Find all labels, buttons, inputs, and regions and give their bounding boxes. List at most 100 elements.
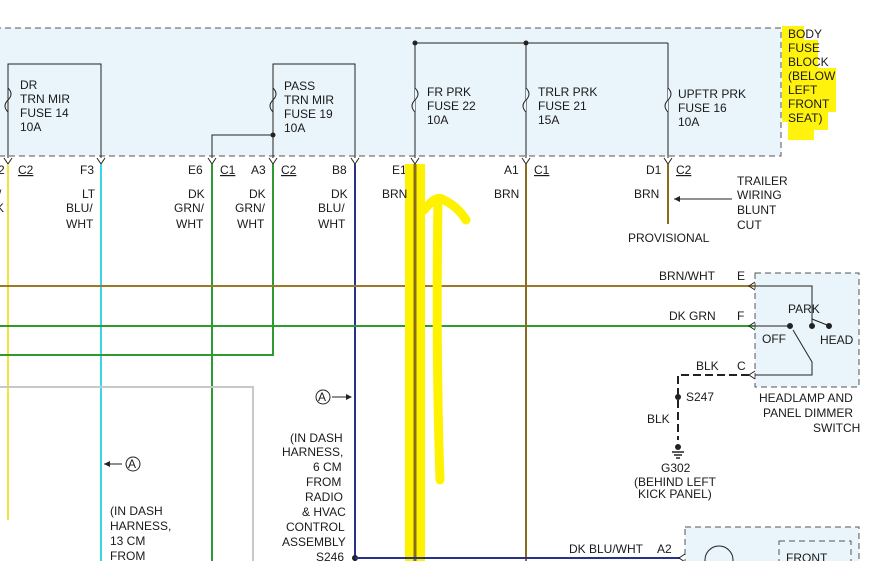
fuse-label: TRLR PRK — [538, 85, 597, 99]
fuse-label: FUSE 19 — [284, 107, 333, 121]
wire-color-label: WHT — [66, 217, 94, 231]
ground-location: (BEHIND LEFT — [634, 475, 717, 489]
switch-internals — [755, 285, 832, 376]
switch-connectors — [748, 281, 756, 380]
switch-pin: F — [737, 309, 744, 323]
harness-note-line: FROM — [110, 549, 145, 561]
fuse-block-box — [0, 27, 782, 157]
harness-marker: A — [128, 457, 136, 471]
harness-note-line: CONTROL — [286, 520, 345, 534]
fuse-label: FUSE 16 — [678, 101, 727, 115]
pin-label: B8 — [332, 163, 347, 177]
connector-label: C1 — [220, 163, 236, 177]
pin-labels: 2 C2 F3 E6 C1 A3 C2 B8 E1 A1 C1 D1 C2 — [0, 163, 692, 177]
pin-label: A3 — [251, 163, 266, 177]
pin-label: E1 — [392, 163, 407, 177]
bottom-wire-pin: A2 — [657, 542, 672, 556]
ground-splice: S247 — [686, 390, 714, 404]
fuse-fr-prk: FR PRK FUSE 22 10A — [411, 43, 476, 158]
fuse-label: DR — [20, 78, 38, 92]
harness-note-line: FROM — [306, 475, 341, 489]
fuse-block-title-line: BLOCK — [788, 55, 829, 69]
fuse-label: 10A — [427, 113, 448, 127]
splice-s246-label: S246 — [316, 550, 344, 561]
wire-color-label: DK — [331, 187, 348, 201]
wire-color-label: / — [0, 187, 2, 201]
pin-label: E6 — [188, 163, 203, 177]
switch-position-park: PARK — [788, 302, 820, 316]
switch-wire-color: BRN/WHT — [659, 269, 716, 283]
pin-label: F3 — [80, 163, 94, 177]
fuse-block-title-line: FUSE — [788, 41, 820, 55]
front-label: FRONT — [786, 551, 828, 561]
fuse-label: TRN MIR — [284, 93, 334, 107]
harness-note-line: (IN DASH — [290, 431, 343, 445]
connector-label: C2 — [281, 163, 297, 177]
switch-pin: C — [737, 359, 746, 373]
pin-label: D1 — [646, 163, 662, 177]
fuse-block-title-line: BODY — [788, 27, 822, 41]
pin-label: 2 — [0, 163, 5, 177]
ground-wire-color: BLK — [647, 412, 670, 426]
wire-color-label: GRN/ — [235, 201, 266, 215]
headlamp-switch-box — [754, 272, 860, 388]
switch-wire-color: BLK — [696, 359, 719, 373]
harness-note-line: HARNESS, — [110, 519, 171, 533]
front-component-box — [684, 526, 860, 561]
wire-color-label: BLU/ — [318, 201, 345, 215]
connector-label: C2 — [676, 163, 692, 177]
fuse-label: UPFTR PRK — [678, 87, 746, 101]
wire-color-label: BRN — [634, 187, 659, 201]
fuse-label: TRN MIR — [20, 92, 70, 106]
trailer-note: BLUNT — [737, 203, 777, 217]
connector-label: C1 — [534, 163, 550, 177]
trailer-note: TRAILER — [737, 174, 788, 188]
wire-color-label: BRN — [494, 187, 519, 201]
harness-note-line: 13 CM — [110, 534, 145, 548]
ground-location: KICK PANEL) — [638, 487, 712, 501]
wire-color-label: WHT — [176, 217, 204, 231]
switch-wire-color: DK GRN — [669, 309, 716, 323]
wire-color-label: BLU/ — [66, 201, 93, 215]
fuse-block-title-line: SEAT) — [788, 111, 822, 125]
trailer-note: CUT — [737, 218, 762, 232]
fuse-pass-trn-mir: PASS TRN MIR FUSE 19 10A — [211, 63, 356, 158]
harness-note-line: HARNESS, — [282, 445, 343, 459]
ground-circuit: S247 BLK G302 (BEHIND LEFT KICK PANEL) — [634, 374, 749, 501]
fuse-block-title-line: (BELOW — [788, 69, 836, 83]
front-inner-box — [778, 540, 852, 561]
fuse-label: 10A — [20, 120, 41, 134]
harness-note-f3: A (IN DASH HARNESS, 13 CM FROM — [104, 456, 171, 561]
wire-color-label: WHT — [318, 217, 346, 231]
trailer-note: WIRING — [737, 188, 782, 202]
fuse-dr-trn-mir: DR TRN MIR FUSE 14 10A — [4, 63, 102, 158]
fuse-label: 10A — [678, 115, 699, 129]
fuse-label: FUSE 21 — [538, 99, 587, 113]
fuse-trlr-prk: TRLR PRK FUSE 21 15A — [522, 43, 597, 158]
pin-label: A1 — [504, 163, 519, 177]
fuse-label: PASS — [284, 79, 315, 93]
harness-note-line: ASSEMBLY — [282, 535, 346, 549]
wire-color-label: DK — [249, 187, 266, 201]
fuse-label: FUSE 22 — [427, 99, 476, 113]
switch-position-head: HEAD — [820, 333, 854, 347]
switch-name: PANEL DIMMER — [763, 406, 853, 420]
fuse-upftr-prk: UPFTR PRK FUSE 16 10A — [664, 43, 746, 158]
wire-color-label: LT — [82, 187, 96, 201]
wire-color-label: GRN/ — [174, 201, 205, 215]
wire-color-label: DK — [188, 187, 205, 201]
ground-id: G302 — [661, 461, 691, 475]
fuse-block-title-line: FRONT — [788, 97, 830, 111]
fuse-label: 10A — [284, 121, 305, 135]
switch-position-off: OFF — [762, 332, 786, 346]
fuse-label: FR PRK — [427, 85, 471, 99]
grey-harness-outline — [0, 386, 254, 561]
wire-a3-dk-grn-wht — [0, 164, 274, 356]
harness-note-line: 6 CM — [313, 460, 342, 474]
harness-note-line: RADIO — [305, 490, 343, 504]
harness-marker: A — [318, 390, 326, 404]
fuse-block-title-line: LEFT — [788, 83, 818, 97]
provisional-label: PROVISIONAL — [628, 231, 710, 245]
switch-pin: E — [737, 269, 745, 283]
